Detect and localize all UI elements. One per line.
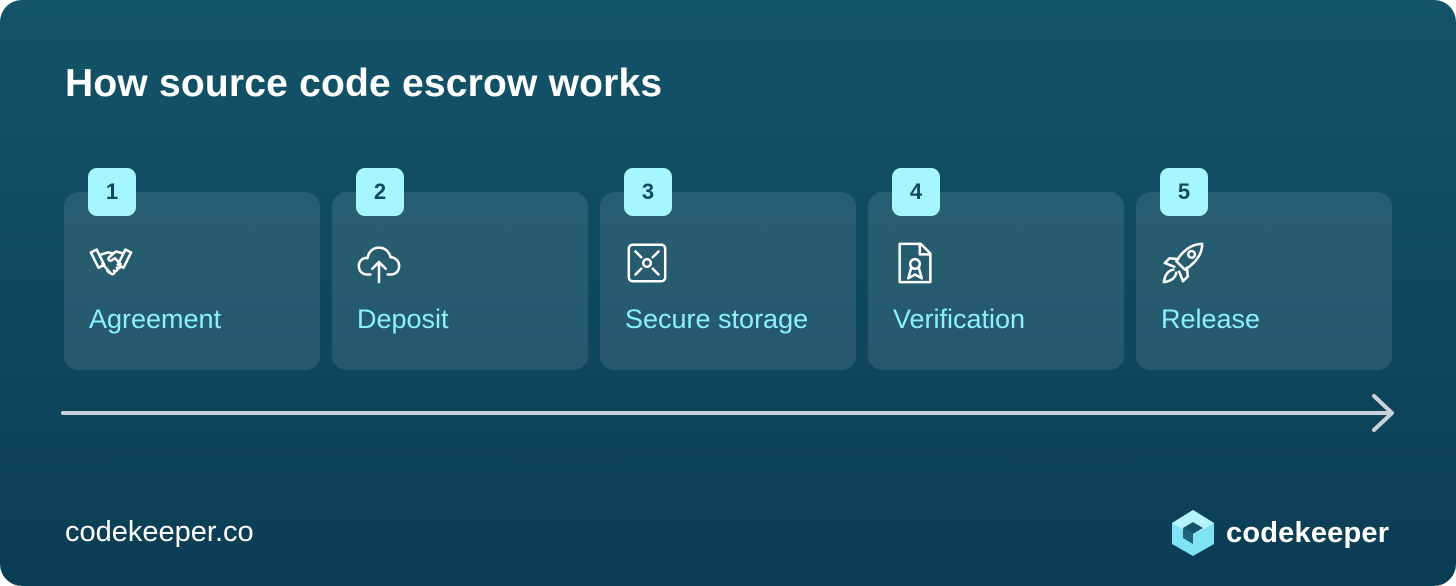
timeline-arrow	[61, 394, 1394, 432]
step-number-badge: 1	[88, 168, 136, 216]
safe-icon	[624, 240, 670, 286]
step-label: Secure storage	[625, 304, 809, 334]
codekeeper-logo-icon	[1172, 510, 1214, 556]
step-label: Verification	[893, 304, 1026, 334]
step-number-badge: 2	[356, 168, 404, 216]
step-card-deposit: Deposit	[332, 192, 588, 370]
step-card-verification: Verification	[868, 192, 1124, 370]
step-label: Deposit	[357, 304, 449, 334]
step-card-release: Release	[1136, 192, 1392, 370]
step-number-badge: 5	[1160, 168, 1208, 216]
rocket-icon	[1160, 240, 1206, 286]
brand-logo: codekeeper	[1168, 508, 1389, 558]
step-label: Agreement	[89, 304, 222, 334]
step-card-secure-storage: Secure storage	[600, 192, 856, 370]
diagram-title: How source code escrow works	[65, 62, 663, 105]
step-card-agreement: Agreement	[64, 192, 320, 370]
certificate-document-icon	[892, 240, 938, 286]
step-label: Release	[1161, 304, 1261, 334]
cloud-upload-icon	[356, 240, 402, 286]
brand-name: codekeeper	[1226, 516, 1390, 549]
website-url: codekeeper.co	[65, 516, 254, 548]
handshake-icon	[88, 240, 134, 286]
step-number-badge: 3	[624, 168, 672, 216]
step-number-badge: 4	[892, 168, 940, 216]
